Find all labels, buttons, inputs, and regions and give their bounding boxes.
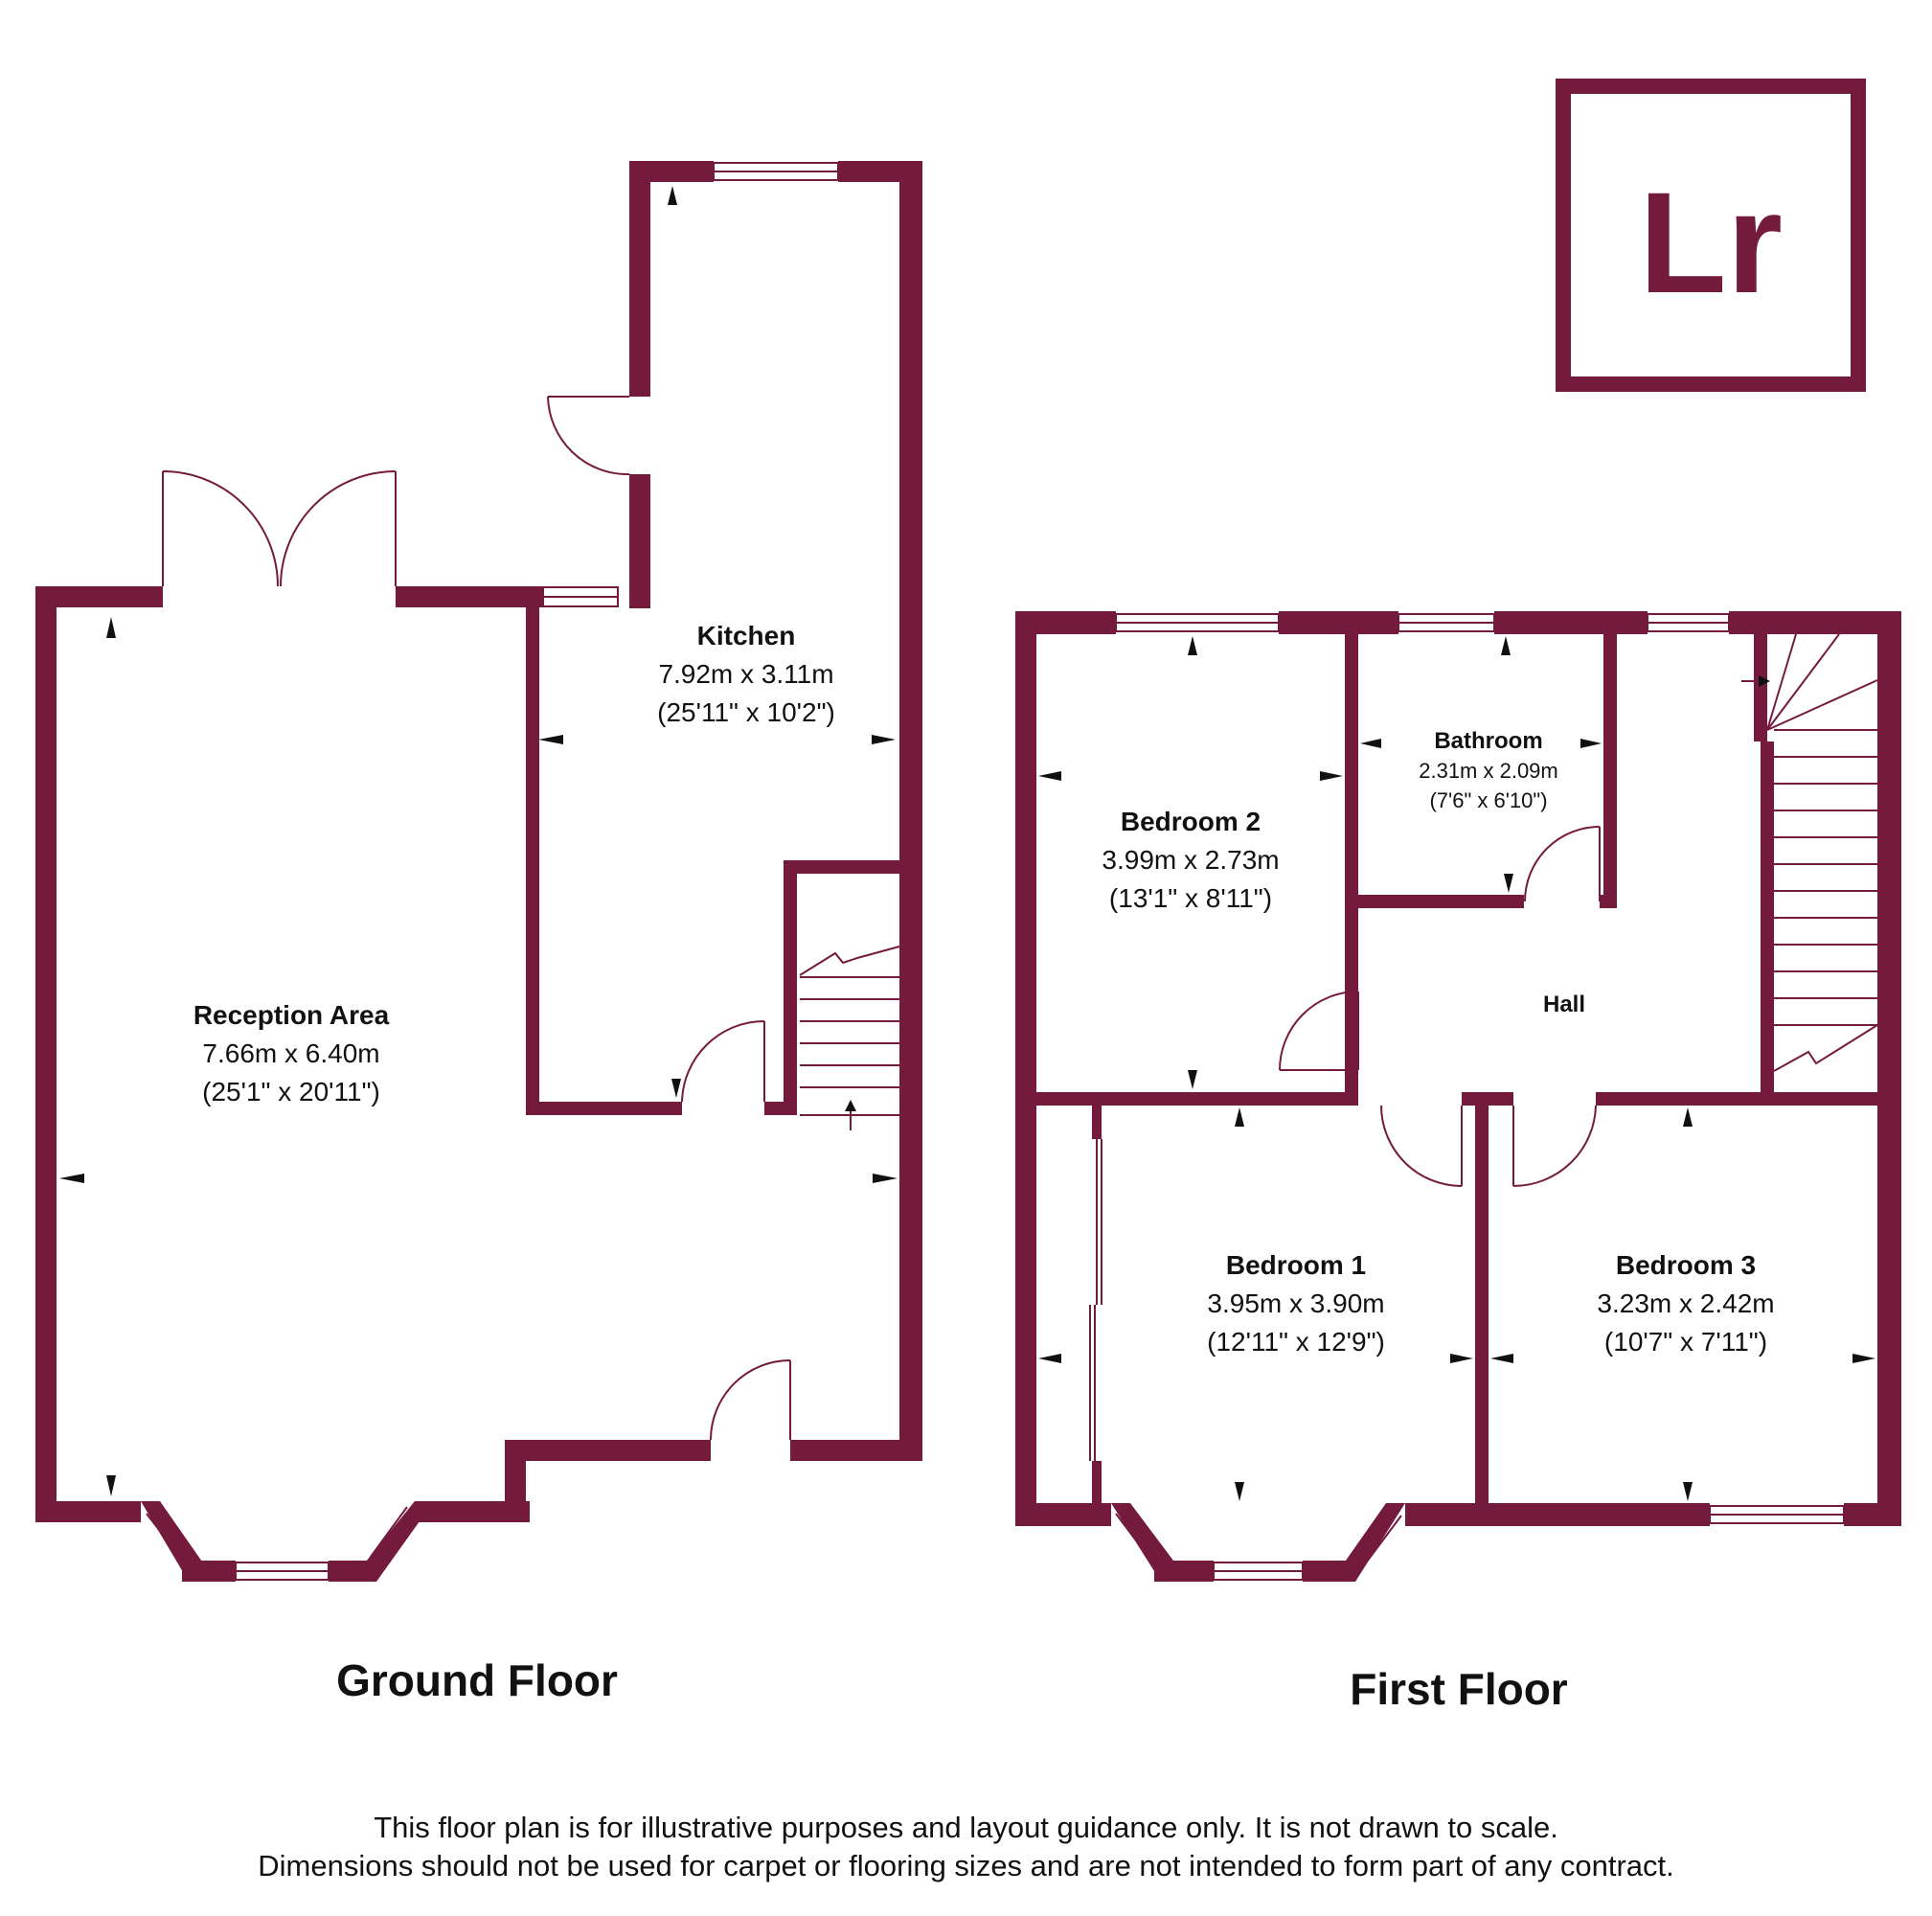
- bedroom2-door: [1279, 991, 1359, 1071]
- room-name-kitchen: Kitchen: [697, 621, 796, 650]
- first-floor-title: First Floor: [1350, 1664, 1568, 1714]
- logo: Lr: [1556, 79, 1866, 392]
- room-name-hall: Hall: [1543, 992, 1585, 1017]
- room-size-bedroom2: 3.99m x 2.73m: [1102, 845, 1279, 875]
- room-name-bedroom2: Bedroom 2: [1121, 807, 1261, 836]
- front-door: [710, 1359, 791, 1441]
- room-size-bedroom3: 3.23m x 2.42m: [1597, 1289, 1774, 1318]
- landing-window: [1647, 613, 1730, 632]
- bedroom2-window: [1115, 613, 1280, 632]
- ground-floor-title: Ground Floor: [336, 1655, 618, 1705]
- ground-dimension-markers: [59, 186, 898, 1496]
- bay-window: [146, 1506, 417, 1581]
- bedroom1-door: [1380, 1105, 1463, 1187]
- french-doors: [162, 470, 397, 587]
- room-name-bedroom3: Bedroom 3: [1616, 1250, 1756, 1280]
- reception-side-window: [542, 586, 619, 607]
- room-size-reception: 7.66m x 6.40m: [202, 1038, 379, 1068]
- ground-floor-plan: Kitchen 7.92m x 3.11m (25'11" x 10'2") R…: [35, 161, 922, 1705]
- bedroom1-bay-window: [1115, 1509, 1402, 1581]
- room-imperial-bedroom3: (10'7" x 7'11"): [1604, 1327, 1767, 1357]
- disclaimer-line-2: Dimensions should not be used for carpet…: [258, 1849, 1674, 1882]
- bedroom3-door: [1512, 1105, 1597, 1187]
- room-imperial-kitchen: (25'11" x 10'2"): [657, 697, 835, 727]
- room-imperial-reception: (25'1" x 20'11"): [202, 1077, 380, 1106]
- room-imperial-bedroom1: (12'11" x 12'9"): [1207, 1327, 1385, 1357]
- wardrobe-door: [1089, 1139, 1102, 1461]
- first-floor-plan: Bedroom 2 3.99m x 2.73m (13'1" x 8'11") …: [1015, 611, 1901, 1714]
- room-imperial-bedroom2: (13'1" x 8'11"): [1109, 883, 1272, 913]
- logo-text: Lr: [1639, 162, 1783, 323]
- room-name-bedroom1: Bedroom 1: [1226, 1250, 1366, 1280]
- first-dimension-markers: [1038, 636, 1875, 1501]
- bedroom3-window: [1709, 1505, 1845, 1524]
- bathroom-door: [1524, 826, 1601, 902]
- room-size-bathroom: 2.31m x 2.09m: [1419, 759, 1558, 783]
- kitchen-inner-door: [681, 1020, 765, 1103]
- ground-staircase: [799, 946, 900, 1130]
- room-size-kitchen: 7.92m x 3.11m: [658, 659, 833, 689]
- kitchen-side-door: [547, 396, 630, 476]
- first-staircase: [1741, 633, 1878, 1072]
- room-name-bathroom: Bathroom: [1434, 728, 1542, 754]
- room-size-bedroom1: 3.95m x 3.90m: [1207, 1289, 1384, 1318]
- room-name-reception: Reception Area: [193, 1000, 390, 1030]
- disclaimer-line-1: This floor plan is for illustrative purp…: [374, 1811, 1558, 1844]
- bathroom-window: [1398, 613, 1495, 632]
- kitchen-window: [713, 162, 839, 181]
- room-imperial-bathroom: (7'6" x 6'10"): [1429, 788, 1547, 812]
